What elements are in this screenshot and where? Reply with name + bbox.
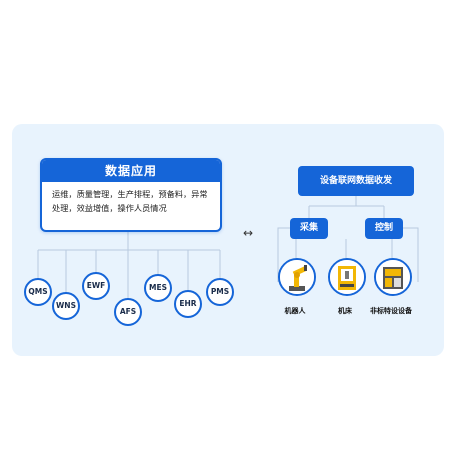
system-node-pms: PMS [206, 278, 234, 306]
system-node-mes: MES [144, 274, 172, 302]
system-node-ehr: EHR [174, 290, 202, 318]
data-application-box: 数据应用 运维，质量管理，生产排程，预备料，异常 处理，效益增值，操作人员情况 [40, 158, 222, 232]
system-node-ewf: EWF [82, 272, 110, 300]
system-node-afs: AFS [114, 298, 142, 326]
data-application-title: 数据应用 [42, 160, 220, 182]
robot-icon [278, 258, 316, 296]
description-line-1: 运维，质量管理，生产排程，预备料，异常 [52, 189, 208, 199]
special-equipment-icon [374, 258, 412, 296]
system-node-qms: QMS [24, 278, 52, 306]
bidirectional-arrow-icon: ↔ [243, 226, 254, 240]
device-label-machine-tool: 机床 [338, 307, 352, 315]
collect-box: 采集 [290, 218, 328, 239]
control-box: 控制 [365, 218, 403, 239]
iot-hub-box: 设备联网数据收发 [298, 166, 414, 196]
system-node-wns: WNS [52, 292, 80, 320]
device-label-robot: 机器人 [284, 307, 306, 315]
device-label-special-equipment: 非标特设设备 [370, 307, 412, 315]
description-line-2: 处理，效益增值，操作人员情况 [52, 203, 167, 213]
data-application-description: 运维，质量管理，生产排程，预备料，异常 处理，效益增值，操作人员情况 [42, 182, 220, 215]
machine-tool-icon [328, 258, 366, 296]
